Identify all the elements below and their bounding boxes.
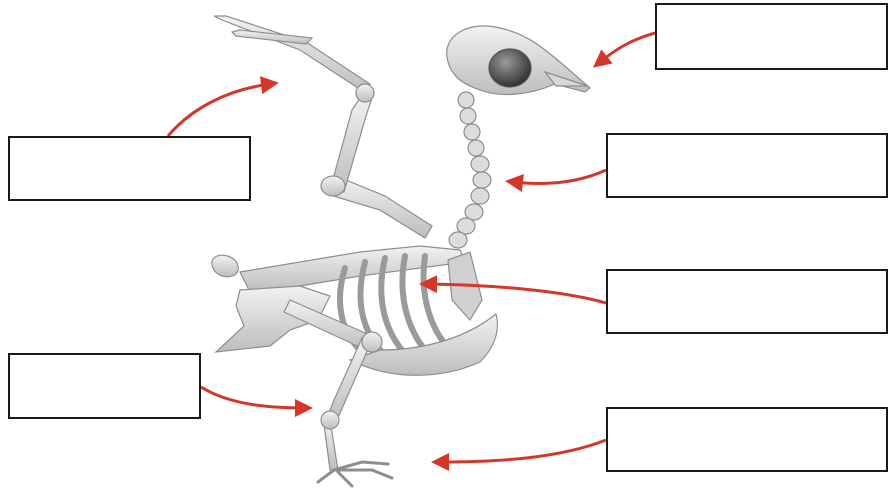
arrow-icon (168, 84, 270, 136)
label-box-wing[interactable] (8, 136, 251, 201)
arrow-icon (514, 170, 606, 184)
label-box-skull[interactable] (655, 3, 888, 70)
label-box-neck[interactable] (606, 133, 888, 198)
arrow-icon (600, 33, 655, 62)
neck-vertebrae-illustration (449, 92, 491, 248)
arrow-icon (440, 440, 606, 462)
label-box-foot[interactable] (606, 407, 888, 472)
label-box-ribs[interactable] (606, 269, 888, 334)
skeleton-illustration (212, 16, 590, 486)
arrow-icon (201, 387, 304, 408)
skull-illustration (447, 26, 590, 95)
label-box-leg[interactable] (8, 353, 201, 419)
wing-illustration (214, 16, 432, 238)
